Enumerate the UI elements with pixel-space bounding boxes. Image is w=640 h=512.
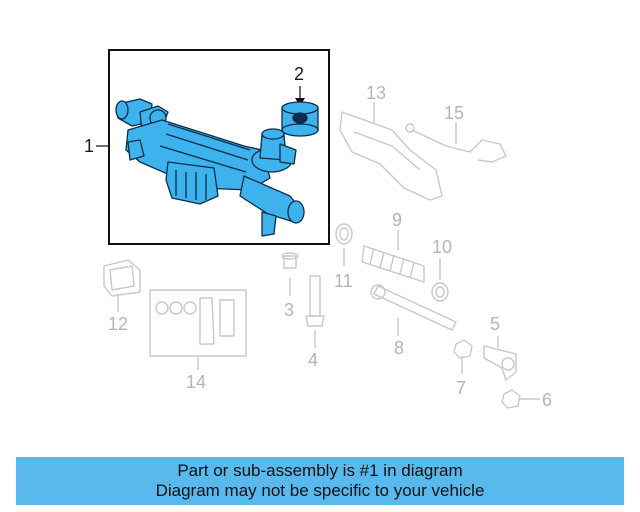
- callout-7-label[interactable]: 7: [456, 378, 466, 398]
- part-12-bracket[interactable]: [103, 259, 141, 312]
- part-4-bolt[interactable]: [305, 275, 325, 348]
- part-9-boot[interactable]: [361, 230, 425, 283]
- part-5-tie-rod-end[interactable]: [483, 336, 517, 381]
- part-14-kit[interactable]: [149, 289, 247, 370]
- callout-10-label[interactable]: 10: [432, 237, 452, 257]
- steering-rack-assembly[interactable]: [115, 98, 305, 237]
- callout-2[interactable]: 2: [294, 64, 305, 106]
- faded-parts: [103, 102, 540, 409]
- callout-14-label[interactable]: 14: [186, 372, 206, 392]
- part-13-heat-shield[interactable]: [339, 102, 443, 201]
- banner-line-2: Diagram may not be specific to your vehi…: [155, 481, 485, 500]
- callout-6-label[interactable]: 6: [542, 390, 552, 410]
- callout-1-label: 1: [84, 136, 94, 156]
- part-6-nut[interactable]: [501, 389, 540, 409]
- part-15-line[interactable]: [405, 122, 507, 163]
- highlight-frame: [108, 49, 330, 245]
- callout-2-label: 2: [294, 64, 304, 84]
- banner-line-1: Part or sub-assembly is #1 in diagram: [177, 461, 463, 480]
- info-banner: Part or sub-assembly is #1 in diagram Di…: [16, 457, 624, 505]
- callout-15-label[interactable]: 15: [444, 103, 464, 123]
- callout-12-label[interactable]: 12: [108, 314, 128, 334]
- callout-13-label[interactable]: 13: [366, 83, 386, 103]
- callout-4-label[interactable]: 4: [308, 350, 318, 370]
- part-3-bolt[interactable]: [281, 252, 299, 296]
- parts-diagram: 1 2: [84, 49, 552, 410]
- part-7-nut[interactable]: [453, 339, 473, 374]
- callout-1[interactable]: 1: [84, 136, 109, 156]
- mount-bushing[interactable]: [281, 101, 319, 137]
- callout-8-label[interactable]: 8: [394, 338, 404, 358]
- callout-3-label[interactable]: 3: [284, 300, 294, 320]
- callout-9-label[interactable]: 9: [392, 210, 402, 230]
- part-8-tie-rod[interactable]: [370, 284, 457, 336]
- part-11-clamp[interactable]: [335, 223, 353, 266]
- callout-11-label[interactable]: 11: [334, 271, 353, 291]
- part-10-clamp[interactable]: [431, 258, 449, 302]
- callout-5-label[interactable]: 5: [490, 314, 500, 334]
